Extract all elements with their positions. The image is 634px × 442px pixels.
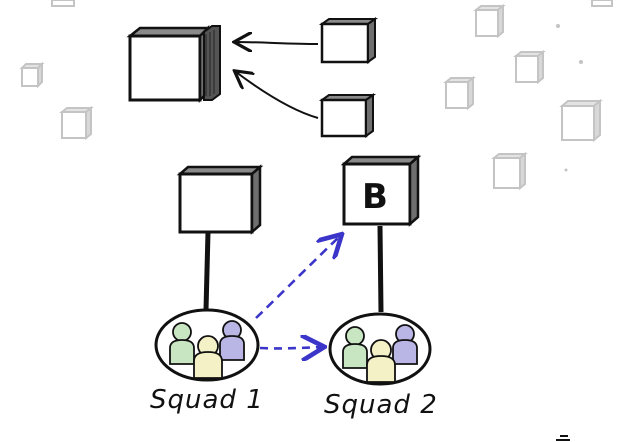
- connector-b-squad2: [377, 225, 384, 313]
- person-icon: [219, 320, 245, 361]
- faint-cube: [19, 61, 45, 89]
- person-icon: [392, 324, 418, 365]
- connector-a-squad1: [203, 231, 211, 311]
- storage-slab: [203, 25, 221, 101]
- squad-2-label: Squad 2: [324, 390, 438, 420]
- dashed-arrow-squad1-to-b: [255, 236, 340, 319]
- faint-cube: [473, 3, 506, 39]
- person-icon: [342, 326, 368, 369]
- faint-cube: [59, 105, 94, 141]
- arrow-source1-to-target: [236, 42, 319, 44]
- arrow-source2-to-target: [236, 72, 319, 119]
- target-box-top: [126, 24, 212, 104]
- box-b-label: B: [362, 177, 388, 217]
- service-box-a: [176, 164, 264, 235]
- person-icon: [193, 335, 223, 379]
- background-cubes: [19, 0, 613, 191]
- squad-1-label: Squad 1: [150, 385, 264, 415]
- person-icon: [366, 339, 396, 383]
- source-box-1: [318, 17, 379, 64]
- person-icon: [169, 322, 195, 365]
- dashed-arrow-squad1-to-squad2: [259, 347, 322, 348]
- squad-2: [328, 312, 432, 386]
- source-box-2: [318, 93, 377, 138]
- faint-cube: [443, 75, 476, 111]
- faint-cube: [513, 49, 546, 85]
- edge-mark: [556, 435, 570, 441]
- faint-cube: [591, 0, 613, 7]
- service-box-b: B: [340, 154, 422, 227]
- squad-1: [154, 308, 260, 382]
- faint-cube: [491, 151, 528, 191]
- faint-cube: [51, 0, 75, 7]
- faint-cube: [559, 98, 603, 143]
